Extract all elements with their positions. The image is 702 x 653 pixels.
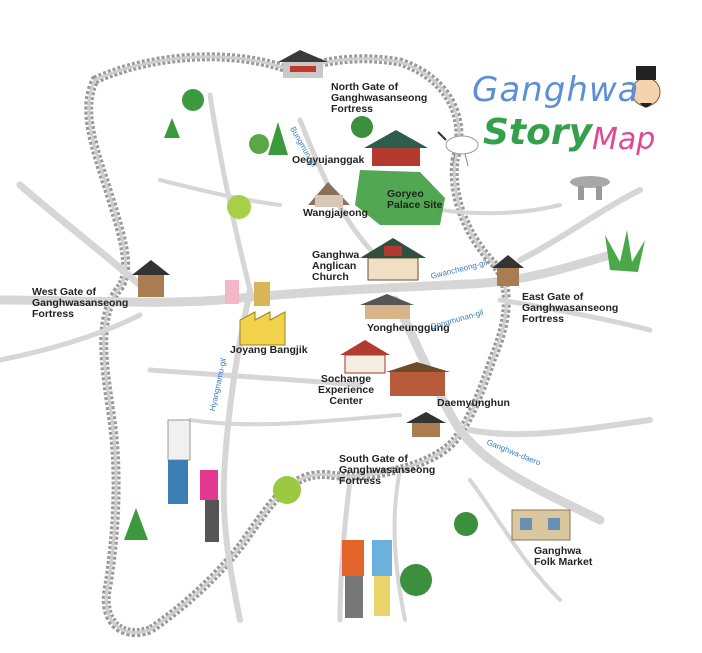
illustrated-people (167, 280, 392, 618)
map-title-map: Map (592, 122, 656, 157)
tree-icon (164, 118, 180, 138)
trees (124, 89, 645, 596)
folk-market-building (511, 509, 571, 541)
daemyunghun-building (386, 362, 450, 396)
tree-icon (182, 89, 204, 111)
map-title-story: Story (483, 112, 593, 153)
anglican-church-building (360, 238, 426, 281)
goryeo-palace-site-lawn (355, 170, 445, 225)
label-wangjajeong: Wangjajeong (303, 207, 368, 219)
label-joyang-bangjik: Joyang Bangjik (230, 344, 308, 356)
label-oegyujanggak: Oegyujanggak (292, 154, 365, 166)
tree-icon (268, 122, 288, 155)
joyang-bangjik-building (239, 311, 286, 346)
tree-icon (124, 508, 148, 540)
spoonbill-icon (437, 131, 479, 167)
dolmen-icon (570, 176, 610, 200)
tree-icon (400, 564, 432, 596)
south-gate-building (406, 412, 446, 437)
label-yongheunggung: Yongheunggung (367, 322, 450, 334)
grass-icon (605, 230, 645, 272)
oegyujanggak-building (364, 130, 428, 166)
scholar-face-icon (631, 66, 661, 108)
tree-icon (227, 195, 251, 219)
north-gate-building (278, 50, 328, 78)
yongheunggung-building (360, 294, 414, 319)
tree-icon (454, 512, 478, 536)
east-gate-building (492, 255, 524, 286)
wangjajeong-building (308, 182, 350, 207)
road-network (0, 92, 653, 623)
label-daemyunghun: Daemyunghun (437, 397, 510, 409)
tree-icon (351, 116, 373, 138)
tree-icon (273, 476, 301, 504)
tree-icon (249, 134, 269, 154)
map-title-ganghwa: Ganghwa (472, 70, 640, 110)
sochange-building (340, 340, 390, 374)
west-gate-building (132, 260, 170, 297)
